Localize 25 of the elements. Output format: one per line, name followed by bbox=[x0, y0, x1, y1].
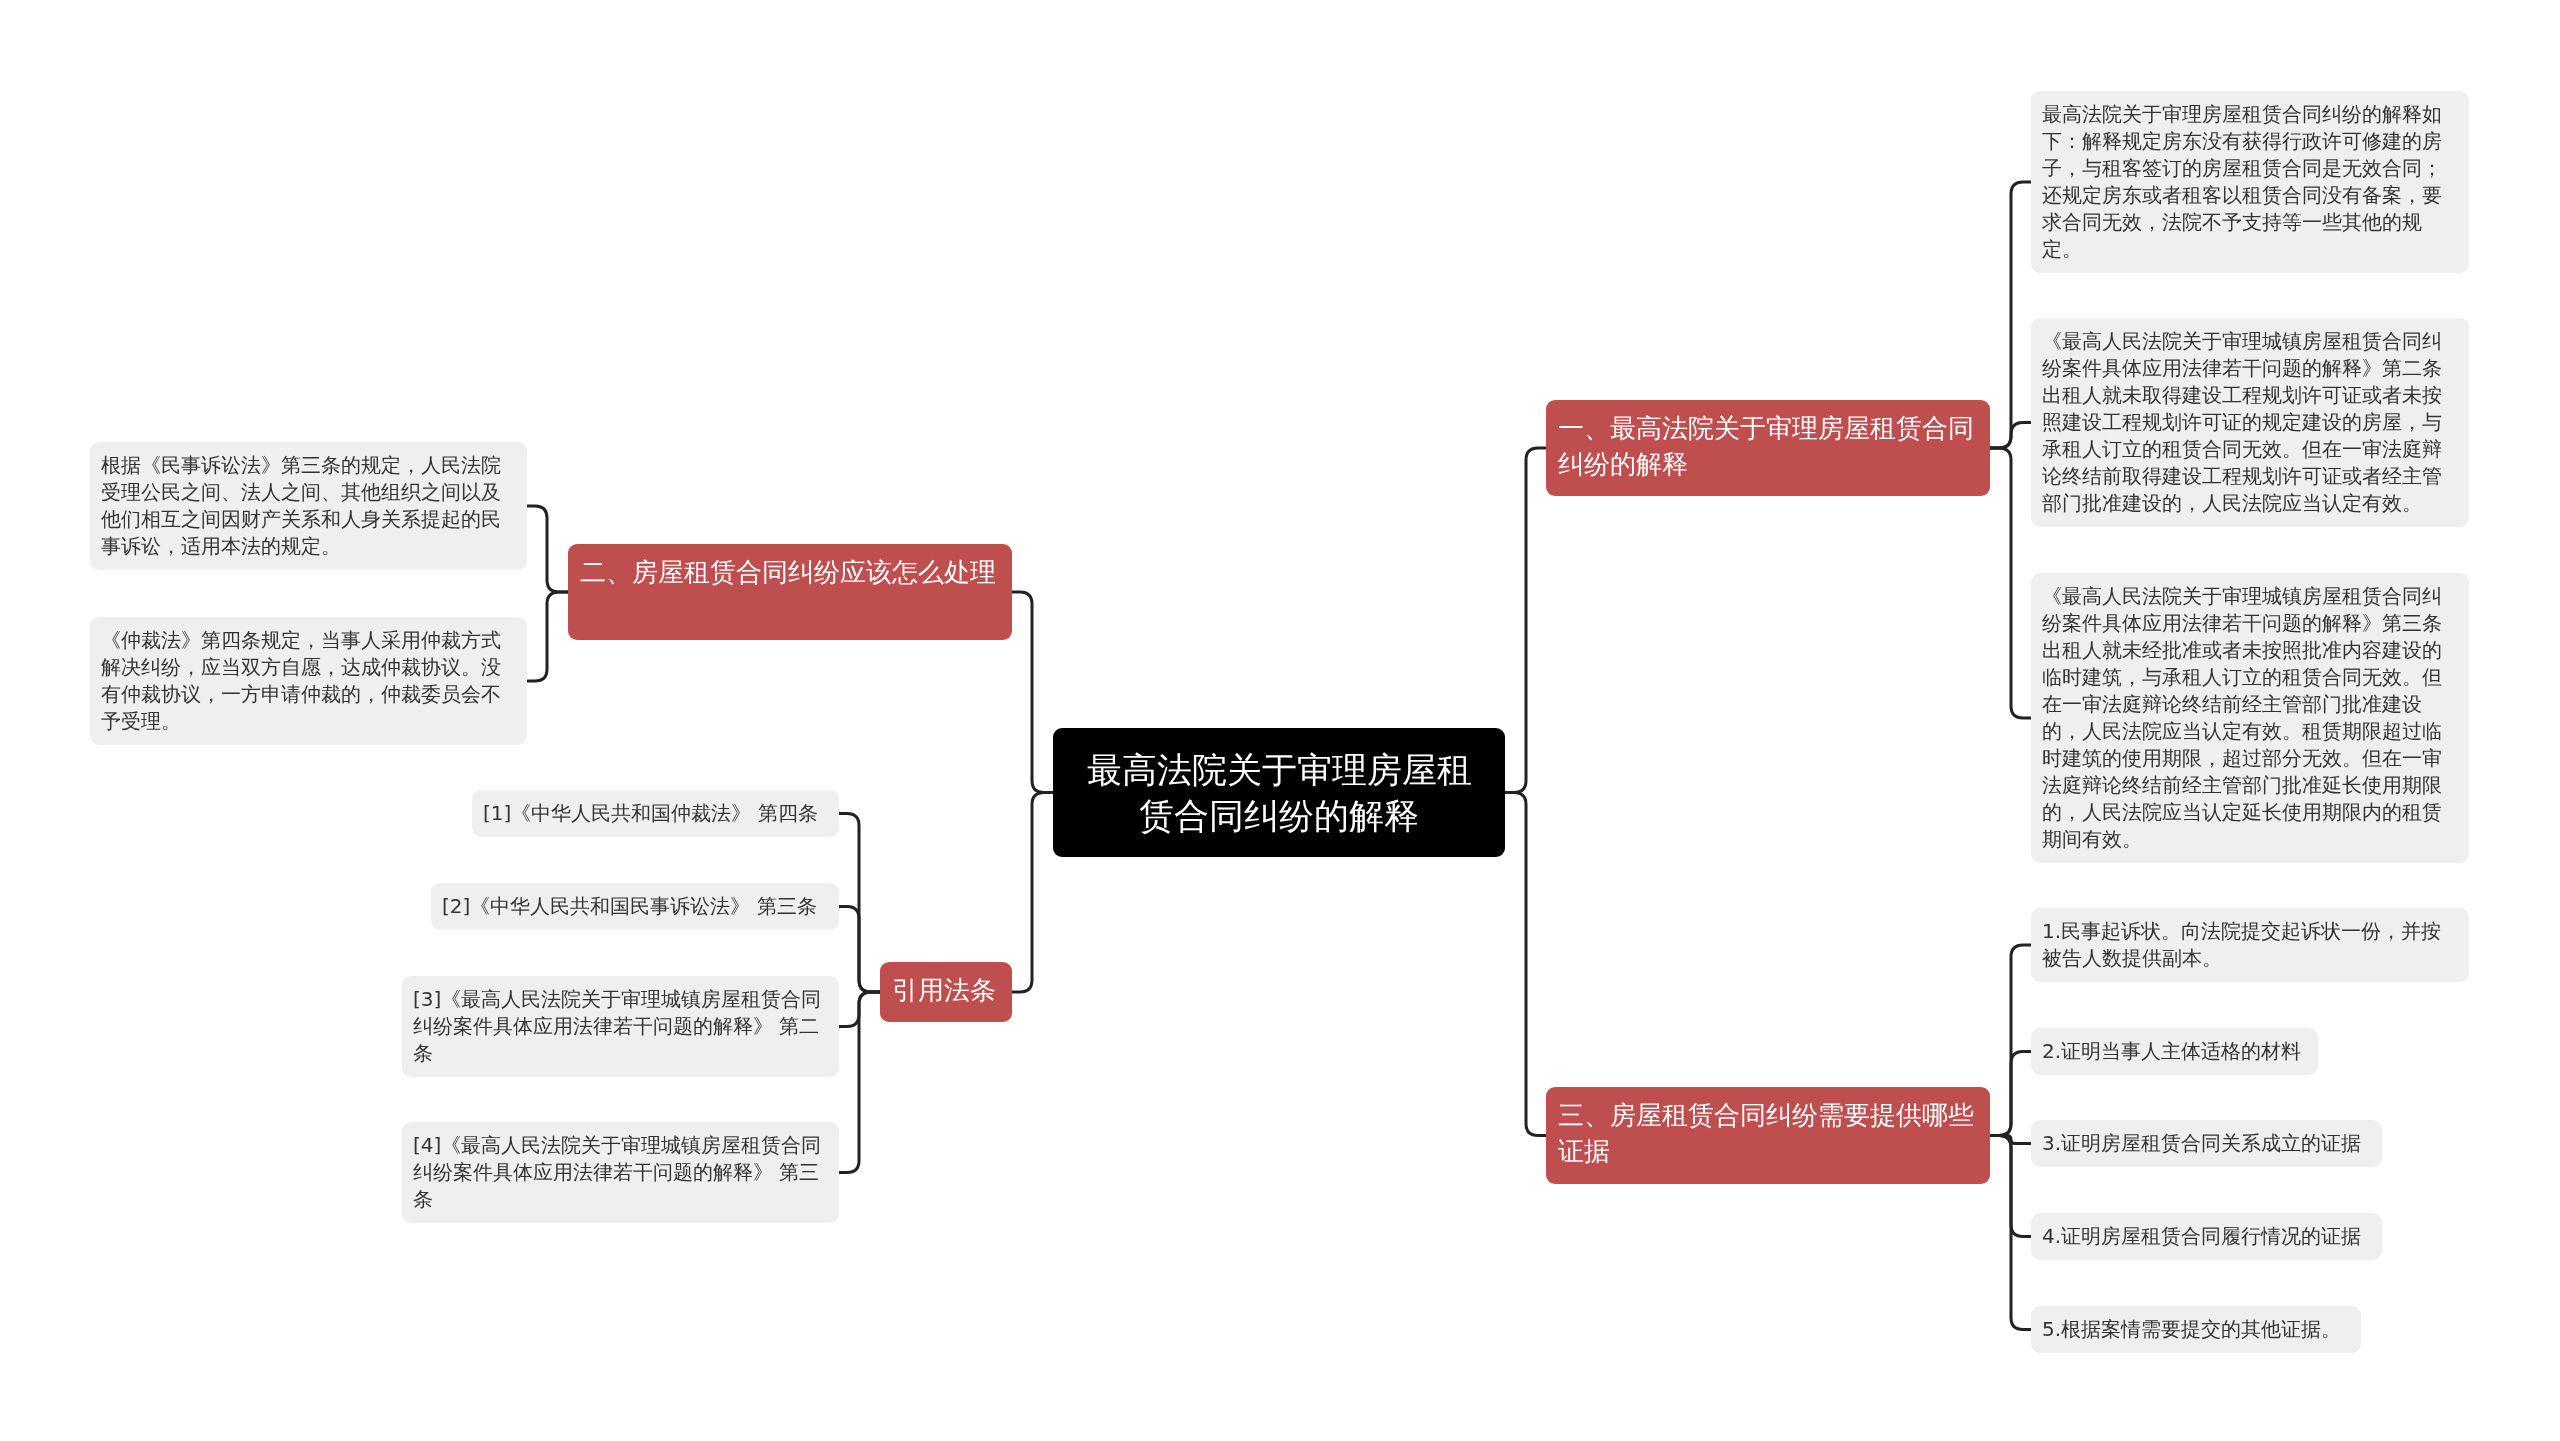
leaf-topic-box: 1.民事起诉状。向法院提交起诉状一份，并按被告人数提供副本。 bbox=[2031, 908, 2469, 982]
leaf-topic-box: [2]《中华人民共和国民事诉讼法》 第三条 bbox=[431, 883, 839, 930]
central-topic-box: 最高法院关于审理房屋租赁合同纠纷的解释 bbox=[1053, 728, 1505, 857]
connector-line bbox=[1990, 446, 2031, 720]
leaf-topic-box: 根据《民事诉讼法》第三条的规定，人民法院受理公民之间、法人之间、其他组织之间以及他们相互之间因财产关系和人身关系提起的民事诉讼，适用本法的规定。 bbox=[90, 442, 527, 570]
connector-line bbox=[1012, 791, 1053, 994]
branch-topic-box: 二、房屋租赁合同纠纷应该怎么处理 bbox=[568, 544, 1012, 640]
connector-line bbox=[839, 990, 880, 1174]
leaf-topic-box: 4.证明房屋租赁合同履行情况的证据 bbox=[2031, 1213, 2382, 1260]
branch-topic-box: 三、房屋租赁合同纠纷需要提供哪些证据 bbox=[1546, 1087, 1990, 1184]
leaf-topic-box: [1]《中华人民共和国仲裁法》 第四条 bbox=[472, 790, 839, 837]
branch-topic-box: 一、最高法院关于审理房屋租赁合同纠纷的解释 bbox=[1546, 400, 1990, 496]
leaf-topic-box: [4]《最高人民法院关于审理城镇房屋租赁合同纠纷案件具体应用法律若干问题的解释》 第三条 bbox=[402, 1122, 839, 1223]
connector-line bbox=[527, 590, 568, 683]
connector-line bbox=[1990, 1134, 2031, 1331]
leaf-topic-box: 《最高人民法院关于审理城镇房屋租赁合同纠纷案件具体应用法律若干问题的解释》第三条出租人就未经批准或者未按照批准内容建设的临时建筑，与承租人订立的租赁合同无效。但在一审法庭辩论终结前经主管部门批准建设的，人民法院应当认定有效。租赁期限超过临时建筑的使用期限，超过部分无效。但在一审法庭辩论终结前经主管部门批准延长使用期限的，人民法院应当认定延长使用期限内的租赁期间有效。 bbox=[2031, 573, 2469, 863]
leaf-topic-box: 《仲裁法》第四条规定，当事人采用仲裁方式解决纠纷，应当双方自愿，达成仲裁协议。没有仲裁协议，一方申请仲裁的，仲裁委员会不予受理。 bbox=[90, 617, 527, 745]
leaf-topic-box: 3.证明房屋租赁合同关系成立的证据 bbox=[2031, 1120, 2382, 1167]
leaf-topic-box: [3]《最高人民法院关于审理城镇房屋租赁合同纠纷案件具体应用法律若干问题的解释》 第二条 bbox=[402, 976, 839, 1077]
connector-line bbox=[1505, 791, 1546, 1137]
leaf-topic-box: 最高法院关于审理房屋租赁合同纠纷的解释如下：解释规定房东没有获得行政许可修建的房子，与租客签订的房屋租赁合同是无效合同；还规定房东或者租客以租赁合同没有备案，要求合同无效，法院不予支持等一些其他的规定。 bbox=[2031, 91, 2469, 273]
leaf-topic-box: 5.根据案情需要提交的其他证据。 bbox=[2031, 1306, 2361, 1353]
branch-topic-box: 引用法条 bbox=[880, 962, 1012, 1022]
leaf-topic-box: 2.证明当事人主体适格的材料 bbox=[2031, 1028, 2318, 1075]
leaf-topic-box: 《最高人民法院关于审理城镇房屋租赁合同纠纷案件具体应用法律若干问题的解释》第二条出租人就未取得建设工程规划许可证或者未按照建设工程规划许可证的规定建设的房屋，与承租人订立的租赁合同无效。但在一审法庭辩论终结前取得建设工程规划许可证或者经主管部门批准建设的，人民法院应当认定有效。 bbox=[2031, 318, 2469, 527]
